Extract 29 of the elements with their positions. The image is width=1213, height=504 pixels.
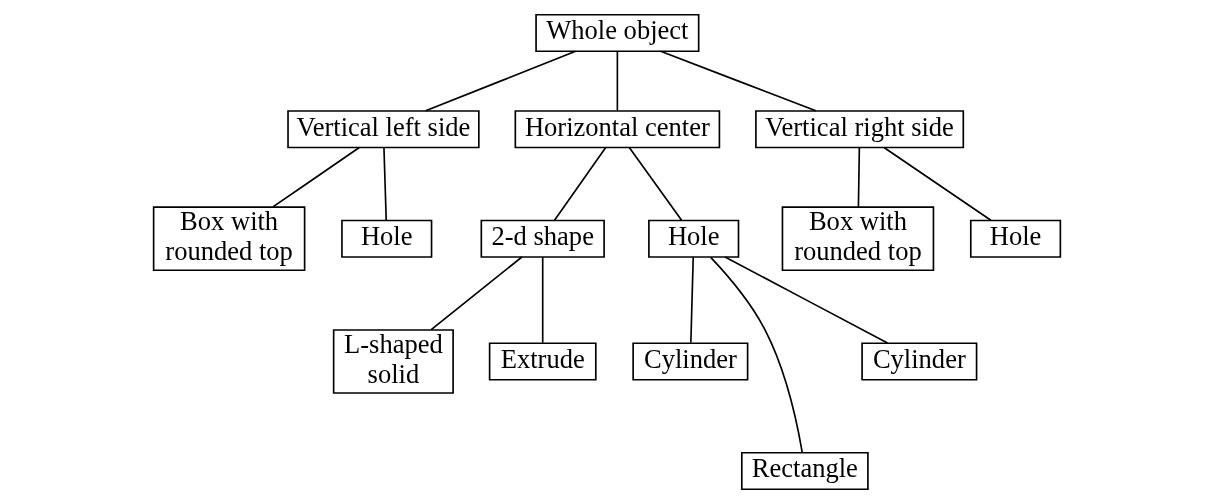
node-box: Cylinder — [631, 342, 748, 381]
node-box: Hole — [647, 219, 739, 258]
connector — [857, 146, 860, 208]
node-box: Box with rounded top — [152, 206, 305, 272]
connector — [553, 146, 607, 222]
node-box: Extrude — [488, 342, 597, 381]
node-box: L-shaped solid — [332, 329, 454, 394]
node-box: Cylinder — [860, 342, 977, 381]
node-box: Vertical left side — [286, 110, 480, 149]
connector — [659, 50, 817, 112]
connector — [382, 146, 387, 222]
node-box: 2-d shape — [480, 219, 605, 258]
node-box: Hole — [340, 219, 432, 258]
node-box: Whole object — [534, 13, 699, 53]
node-box: Hole — [969, 219, 1061, 258]
connector — [709, 256, 803, 454]
connector — [616, 50, 618, 112]
connector — [541, 256, 544, 344]
connector — [424, 50, 576, 112]
node-box: Vertical right side — [754, 110, 964, 149]
node-box: Rectangle — [740, 451, 869, 491]
node-box: Horizontal center — [514, 110, 720, 149]
connector — [723, 256, 888, 344]
node-box: Box with rounded top — [781, 206, 934, 272]
connector — [271, 146, 360, 208]
connector — [627, 146, 682, 222]
connector — [689, 256, 694, 344]
connector — [882, 146, 992, 222]
connector — [429, 256, 523, 331]
